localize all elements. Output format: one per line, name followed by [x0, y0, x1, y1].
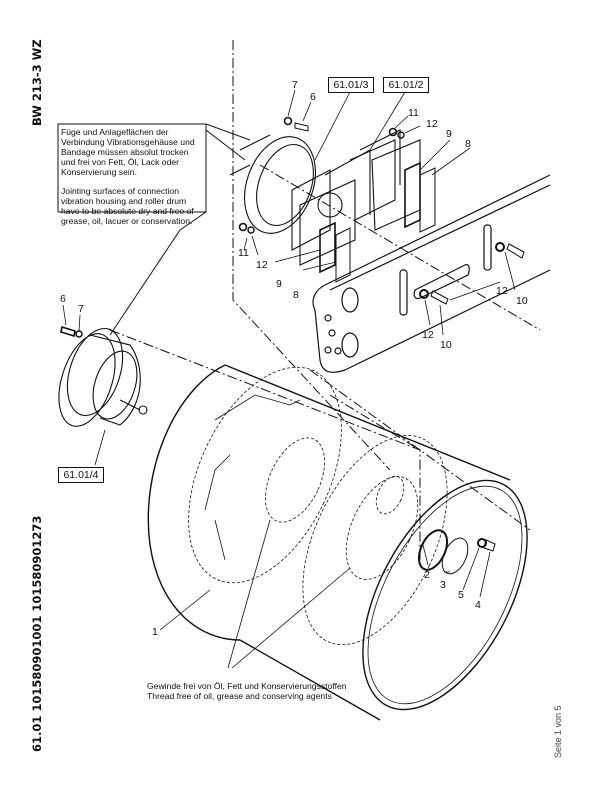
note-box-frame	[57, 123, 207, 213]
roller-drum	[147, 364, 528, 721]
vibration-housing-upper	[229, 129, 421, 266]
thread-note-english: Thread free of oil, grease and conservin…	[147, 691, 332, 701]
callout-1: 1	[152, 626, 158, 638]
callout-2: 2	[424, 569, 430, 581]
callout-11: 11	[408, 107, 419, 119]
reference-box-61-01-4[interactable]: 61.01/4	[58, 467, 104, 483]
callout-7: 7	[78, 303, 84, 315]
surface-preparation-note: Füge und Anlageflächen der Verbindung Vi…	[61, 127, 204, 226]
callout-8: 8	[465, 138, 471, 150]
callout-5: 5	[458, 589, 464, 601]
note-leader-lines	[205, 123, 251, 161]
leader-lines	[62, 89, 516, 669]
callout-3: 3	[440, 579, 446, 591]
callout-11: 11	[238, 247, 249, 259]
thread-note-german: Gewinde frei von Öl, Fett und Konservier…	[147, 681, 347, 691]
callout-9: 9	[446, 128, 452, 140]
callout-7: 7	[292, 79, 298, 91]
frame-plate	[312, 174, 551, 373]
surface-note-german: Füge und Anlageflächen der Verbindung Vi…	[61, 127, 195, 177]
callout-10: 10	[516, 295, 528, 307]
frame-bolts	[419, 242, 525, 305]
callout-12: 12	[426, 118, 438, 130]
surface-note-english: Jointing surfaces of connection vibratio…	[61, 186, 194, 226]
drum-internal-flanges	[188, 366, 448, 646]
reference-box-61-01-2[interactable]: 61.01/2	[383, 77, 429, 93]
callout-12: 12	[256, 259, 268, 271]
callout-4: 4	[475, 599, 481, 611]
callout-10: 10	[440, 339, 452, 351]
thread-note: Gewinde frei von Öl, Fett und Konservier…	[147, 681, 347, 701]
drum-flange-cutouts	[204, 394, 301, 561]
shims	[319, 161, 436, 283]
callout-8: 8	[293, 289, 299, 301]
vibration-housing-left	[58, 327, 148, 427]
reference-box-61-01-3[interactable]: 61.01/3	[328, 77, 374, 93]
callout-6: 6	[60, 293, 66, 305]
cover-parts	[417, 529, 496, 575]
callout-6: 6	[310, 91, 316, 103]
center-lines	[109, 40, 541, 560]
callout-12: 12	[496, 285, 508, 297]
note-leader-to-housing	[109, 211, 207, 336]
callout-12: 12	[422, 329, 434, 341]
callout-9: 9	[276, 278, 282, 290]
top-bolts	[238, 116, 405, 234]
